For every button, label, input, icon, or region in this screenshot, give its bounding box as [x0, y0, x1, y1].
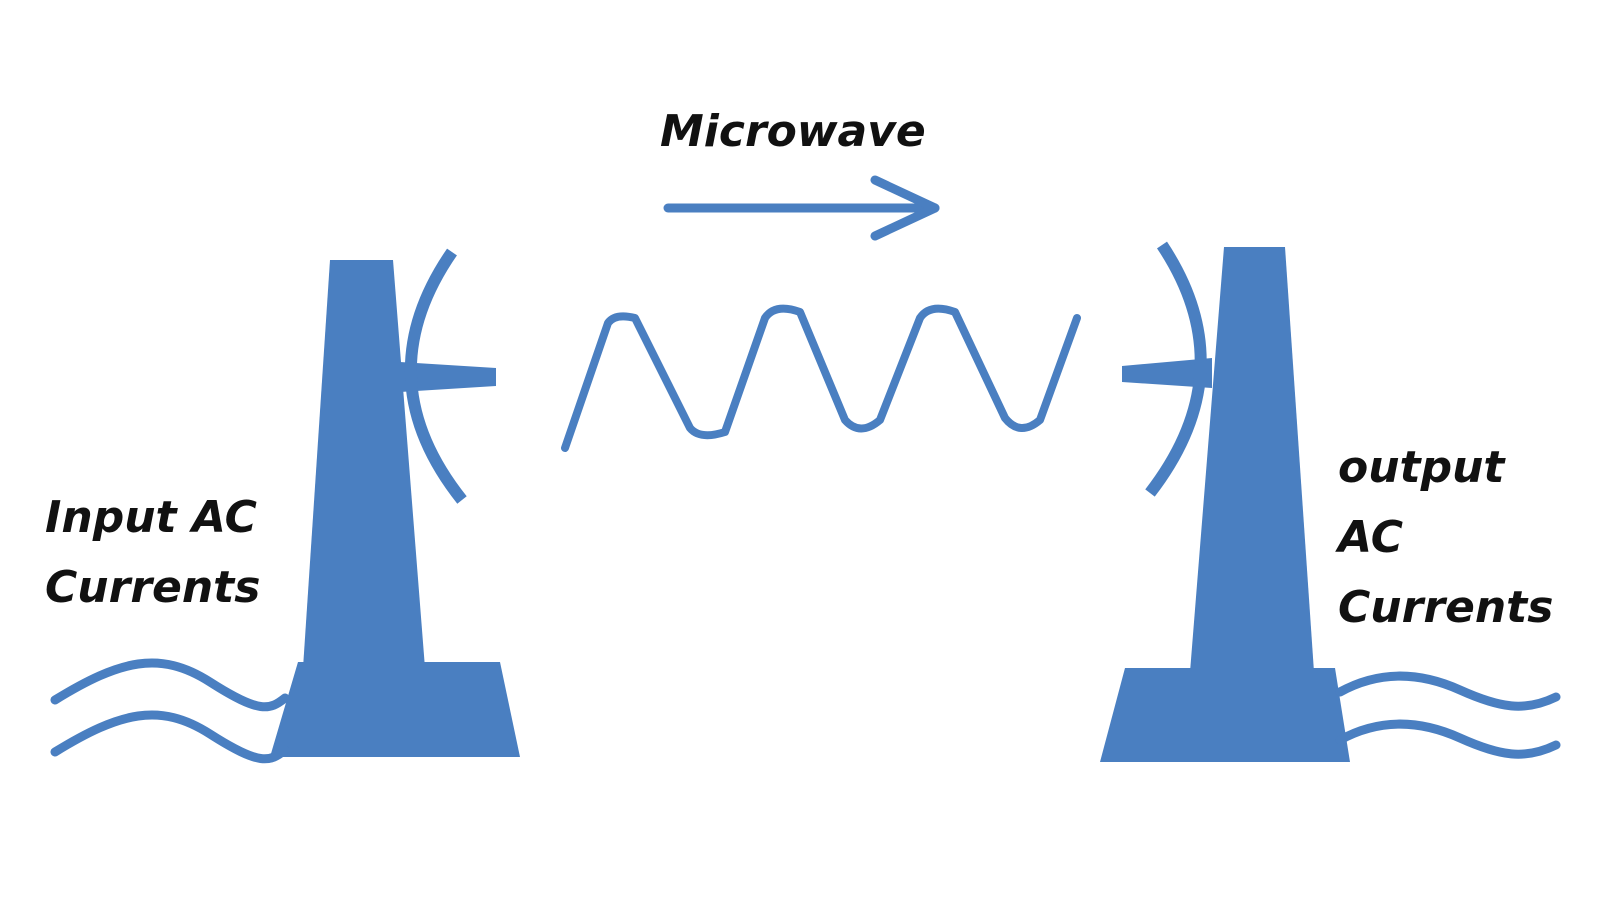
- input-current-label: Input AC Currents: [45, 483, 260, 623]
- microwave-label-text: Microwave: [660, 106, 926, 157]
- input-current-wires: [50, 658, 290, 764]
- receiver-dish: [1145, 241, 1207, 497]
- output-label-line-2: AC: [1338, 512, 1403, 563]
- sine-wave-icon: [561, 304, 1081, 452]
- transmitter-tower-icon: [50, 248, 520, 764]
- input-label-line-1: Input AC: [45, 492, 257, 543]
- output-current-label: output AC Currents: [1338, 433, 1553, 643]
- receiver-base: [1100, 668, 1350, 762]
- receiver-mast: [1190, 247, 1314, 672]
- output-label-line-1: output: [1338, 442, 1505, 493]
- transmitter-dish: [404, 248, 467, 504]
- receiver-feed-spike: [1122, 358, 1212, 388]
- microwave-label: Microwave: [660, 97, 926, 167]
- transmitter-base: [270, 662, 520, 757]
- output-label-line-3: Currents: [1338, 582, 1554, 633]
- receiver-tower-icon: [1100, 241, 1561, 762]
- input-label-line-2: Currents: [45, 562, 261, 613]
- output-current-wires: [1335, 671, 1561, 759]
- right-arrow-icon: [663, 175, 940, 241]
- transmitter-feed-spike: [400, 362, 496, 392]
- transmitter-mast: [303, 260, 425, 668]
